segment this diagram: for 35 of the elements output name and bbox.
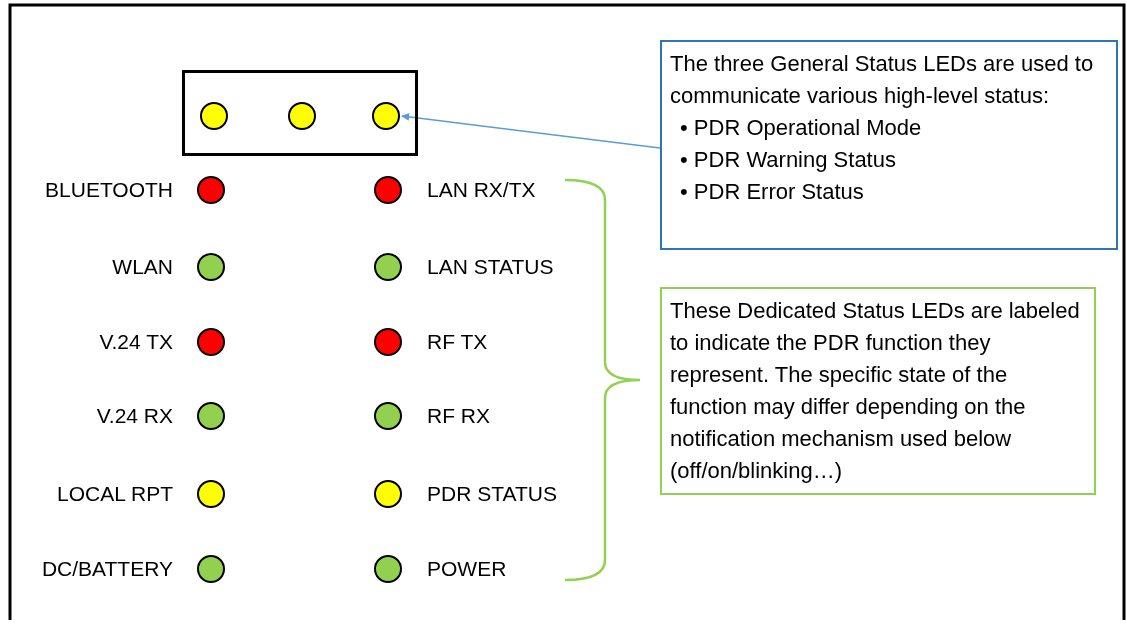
bullet-item: • PDR Operational Mode	[680, 114, 923, 142]
led-indicator	[197, 253, 225, 281]
led-label: DC/BATTERY	[41, 557, 173, 581]
led-indicator	[197, 176, 225, 204]
led-panel-box	[182, 70, 418, 156]
led-indicator	[372, 102, 400, 130]
arrow	[401, 112, 661, 149]
bullet-item: • PDR Warning Status	[680, 146, 897, 174]
led-indicator	[374, 480, 402, 508]
led-label: POWER	[427, 557, 507, 581]
led-label: PDR STATUS	[427, 482, 557, 506]
led-label: V.24 RX	[96, 404, 173, 428]
led-label: V.24 TX	[99, 330, 173, 354]
led-indicator	[288, 102, 316, 130]
led-label: LAN RX/TX	[427, 178, 536, 202]
callout-box	[660, 40, 1118, 250]
led-indicator	[200, 102, 228, 130]
bullet-item: • PDR Error Status	[680, 178, 865, 206]
callout-text: These Dedicated Status LEDs are labeled to indicate the PDR function they represent. The specific state of the function may differ depending on the notification mechanism used below (off/on/blinking…)	[670, 297, 1081, 485]
led-indicator	[374, 328, 402, 356]
led-label: BLUETOOTH	[45, 178, 173, 202]
led-indicator	[374, 555, 402, 583]
led-label: WLAN	[112, 255, 173, 279]
led-label: RF RX	[427, 404, 490, 428]
led-indicator	[197, 328, 225, 356]
led-indicator	[374, 253, 402, 281]
led-indicator	[197, 402, 225, 430]
led-label: LAN STATUS	[427, 255, 554, 279]
callout-text: The three General Status LEDs are used to communicate various high-level status:	[670, 50, 1095, 110]
led-label: RF TX	[427, 330, 488, 354]
led-indicator	[374, 176, 402, 204]
led-indicator	[197, 555, 225, 583]
led-indicator	[374, 402, 402, 430]
led-indicator	[197, 480, 225, 508]
led-label: LOCAL RPT	[57, 482, 173, 506]
